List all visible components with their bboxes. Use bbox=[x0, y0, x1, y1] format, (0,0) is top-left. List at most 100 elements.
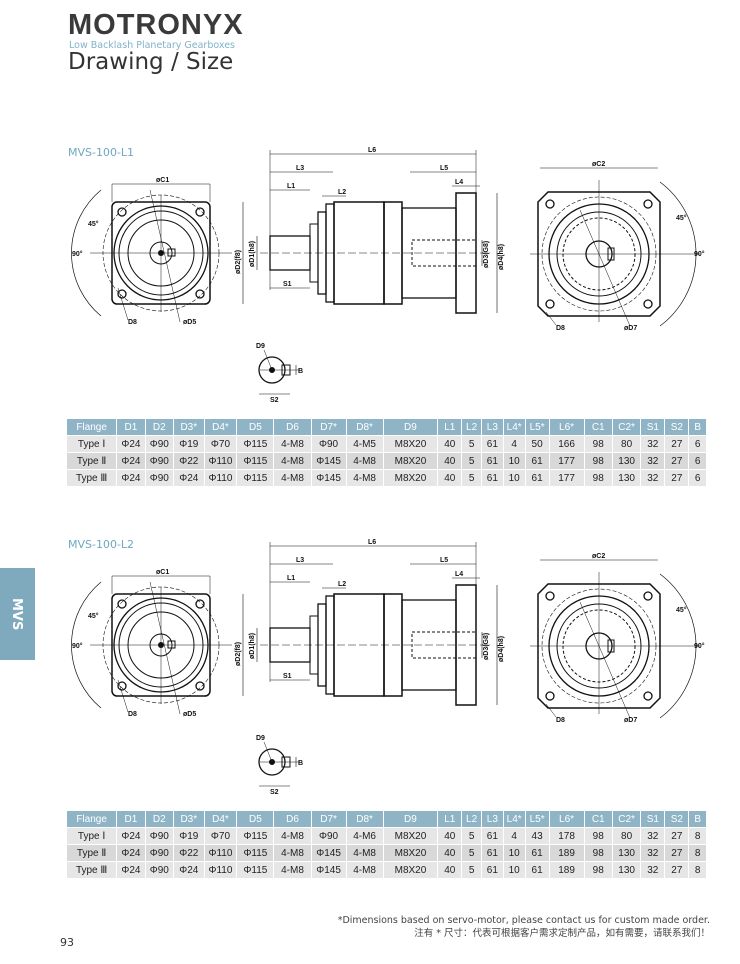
dim-label-deg45: 45° bbox=[676, 606, 687, 614]
footnote-en: *Dimensions based on servo-motor, please… bbox=[337, 915, 710, 926]
dim-label-d2: øD2(f8) bbox=[235, 642, 242, 666]
table-cell: Type Ⅱ bbox=[65, 452, 118, 470]
dim-label-deg90: 90° bbox=[694, 250, 705, 258]
table-cell: 61 bbox=[524, 452, 550, 470]
table-cell: Φ145 bbox=[310, 452, 347, 470]
table-cell: 178 bbox=[548, 827, 585, 845]
table-cell: 4-M8 bbox=[345, 469, 384, 487]
column-header: D7* bbox=[310, 810, 347, 828]
brand-logo: MOTRONYX bbox=[68, 9, 244, 41]
dim-label-l3: L3 bbox=[296, 165, 304, 172]
table-cell: M8X20 bbox=[382, 827, 439, 845]
dim-label-deg90: 90° bbox=[72, 250, 83, 258]
table-cell: 6 bbox=[688, 469, 707, 487]
dim-label-l5: L5 bbox=[440, 165, 448, 172]
table-cell: Φ19 bbox=[173, 435, 205, 453]
column-header: L4* bbox=[502, 418, 526, 436]
column-header: L2 bbox=[461, 418, 482, 436]
table-cell: 61 bbox=[480, 861, 504, 879]
table-cell: 40 bbox=[437, 469, 463, 487]
table-cell: 80 bbox=[611, 435, 642, 453]
dim-label-d2: øD2(f8) bbox=[235, 250, 242, 274]
table-cell: Type Ⅲ bbox=[65, 469, 118, 487]
table-cell: 6 bbox=[688, 452, 707, 470]
column-header: L6* bbox=[548, 810, 585, 828]
column-header: D4* bbox=[203, 418, 238, 436]
table-cell: 4-M8 bbox=[273, 435, 312, 453]
table-cell: Φ24 bbox=[173, 469, 205, 487]
table-cell: 177 bbox=[548, 469, 585, 487]
table-cell: Φ110 bbox=[203, 844, 238, 862]
table-cell: 40 bbox=[437, 827, 463, 845]
table-cell: Φ24 bbox=[116, 844, 146, 862]
column-header: S2 bbox=[664, 418, 690, 436]
table-cell: 4-M6 bbox=[345, 827, 384, 845]
column-header: D4* bbox=[203, 810, 238, 828]
table-cell: Φ24 bbox=[173, 861, 205, 879]
table-cell: 177 bbox=[548, 452, 585, 470]
dim-label-d1: øD1(h8) bbox=[249, 241, 256, 267]
table-cell: Type Ⅰ bbox=[65, 827, 118, 845]
table-cell: Φ145 bbox=[310, 861, 347, 879]
dim-label-s2: S2 bbox=[270, 789, 279, 794]
table-cell: 98 bbox=[583, 844, 613, 862]
dim-label-deg45: 45° bbox=[88, 612, 99, 620]
table-cell: 4-M8 bbox=[273, 452, 312, 470]
table-cell: 32 bbox=[640, 452, 666, 470]
table-cell: Φ145 bbox=[310, 469, 347, 487]
table-cell: 61 bbox=[480, 469, 504, 487]
table-cell: Φ115 bbox=[236, 861, 275, 879]
table-cell: Type Ⅲ bbox=[65, 861, 118, 879]
table-cell: Φ24 bbox=[116, 827, 146, 845]
column-header: L1 bbox=[437, 810, 463, 828]
column-header: C1 bbox=[583, 810, 613, 828]
table-cell: 4-M8 bbox=[273, 844, 312, 862]
column-header: L6* bbox=[548, 418, 585, 436]
table-cell: 27 bbox=[664, 435, 690, 453]
table-cell: 130 bbox=[611, 469, 642, 487]
table-cell: 5 bbox=[461, 469, 482, 487]
column-header: S1 bbox=[640, 418, 666, 436]
table-cell: 10 bbox=[502, 452, 526, 470]
table-cell: 80 bbox=[611, 827, 642, 845]
table-cell: 50 bbox=[524, 435, 550, 453]
column-header: L4* bbox=[502, 810, 526, 828]
column-header: D5 bbox=[236, 418, 275, 436]
table-cell: 4 bbox=[502, 435, 526, 453]
page-title: Drawing / Size bbox=[68, 49, 234, 75]
table-cell: Φ22 bbox=[173, 452, 205, 470]
column-header: L1 bbox=[437, 418, 463, 436]
table-cell: Φ115 bbox=[236, 452, 275, 470]
column-header: D6 bbox=[273, 810, 312, 828]
table-cell: Φ24 bbox=[116, 469, 146, 487]
table-cell: 27 bbox=[664, 827, 690, 845]
dim-label-d4: øD4(h8) bbox=[498, 636, 505, 662]
dim-label-d5: øD5 bbox=[183, 711, 196, 718]
table-cell: 40 bbox=[437, 452, 463, 470]
table-cell: 98 bbox=[583, 861, 613, 879]
column-header: D8* bbox=[345, 810, 384, 828]
side-tab: MVS bbox=[0, 568, 35, 660]
table-cell: Φ70 bbox=[203, 435, 238, 453]
column-header: Flange bbox=[65, 810, 118, 828]
table-cell: Type Ⅱ bbox=[65, 844, 118, 862]
dim-label-l6: L6 bbox=[368, 147, 376, 154]
table-cell: Φ115 bbox=[236, 827, 275, 845]
table-cell: 61 bbox=[524, 469, 550, 487]
table-cell: 10 bbox=[502, 469, 526, 487]
column-header: L3 bbox=[480, 418, 504, 436]
table-cell: 4 bbox=[502, 827, 526, 845]
table-cell: Φ90 bbox=[310, 435, 347, 453]
table-cell: 27 bbox=[664, 469, 690, 487]
column-header: D7* bbox=[310, 418, 347, 436]
table-cell: 40 bbox=[437, 435, 463, 453]
table-cell: 61 bbox=[524, 844, 550, 862]
dim-label-c2: øC2 bbox=[592, 553, 605, 560]
brand-subtitle: Low Backlash Planetary Gearboxes bbox=[69, 40, 235, 51]
